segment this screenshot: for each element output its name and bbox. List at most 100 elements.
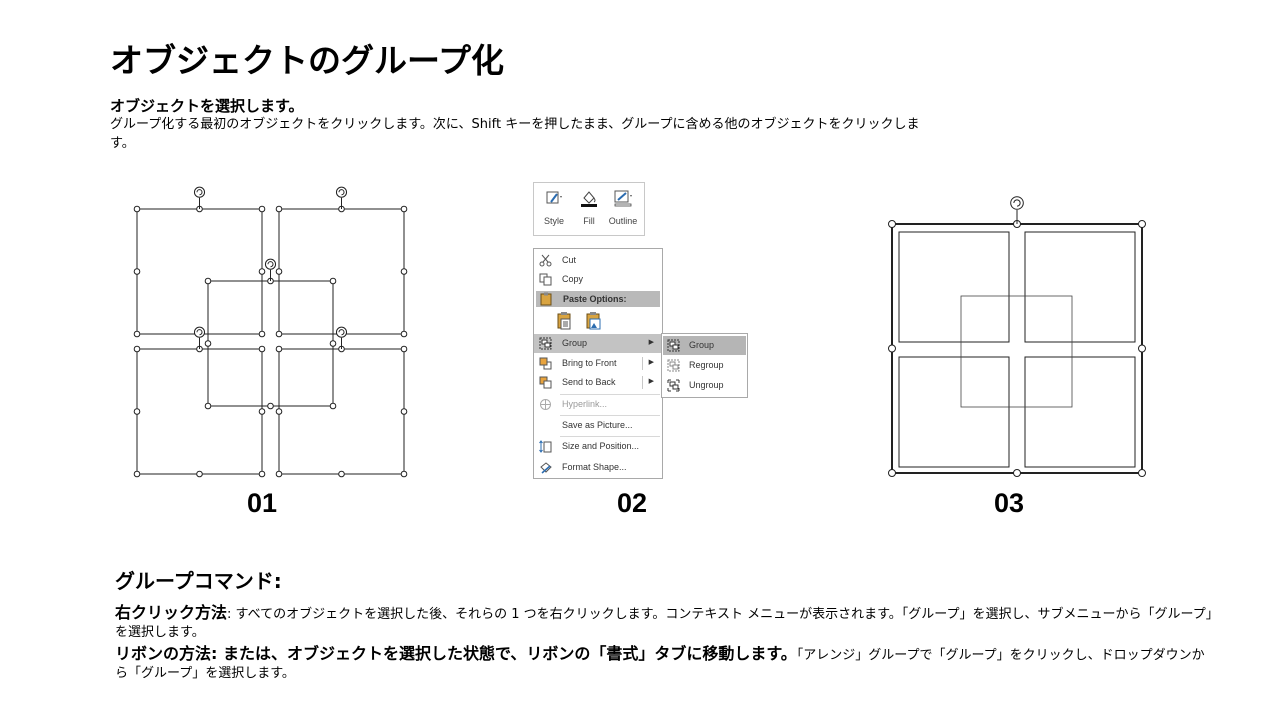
grouped-shape-bottom-left bbox=[898, 356, 1010, 468]
selection-handle bbox=[1138, 469, 1146, 477]
selection-handle bbox=[258, 205, 266, 213]
shape-top-right bbox=[278, 208, 405, 335]
selection-handle bbox=[258, 330, 266, 338]
menu-label-size-and-position: Size and Position... bbox=[562, 441, 640, 451]
regroup-icon bbox=[667, 359, 680, 372]
format-shape-icon bbox=[540, 462, 552, 474]
menu-label-copy: Copy bbox=[562, 274, 584, 284]
menu-label-group: Group bbox=[562, 338, 588, 348]
group-submenu: Group Regroup Ungroup bbox=[661, 333, 748, 398]
selection-handle bbox=[329, 277, 337, 285]
shape-bottom-left bbox=[136, 348, 263, 475]
paste-keep-format-icon[interactable] bbox=[556, 311, 573, 330]
send-back-icon bbox=[539, 376, 552, 389]
rotate-handle-icon bbox=[264, 258, 277, 270]
selection-handle bbox=[400, 205, 408, 213]
rotate-arrow bbox=[1013, 199, 1021, 207]
rotate-handle-icon bbox=[193, 186, 206, 198]
menu-item-format-shape[interactable]: Format Shape... bbox=[534, 458, 662, 477]
menu-label-bring-to-front: Bring to Front bbox=[562, 358, 617, 368]
menu-label-hyperlink: Hyperlink... bbox=[562, 399, 608, 409]
menu-item-save-as-picture[interactable]: Save as Picture... bbox=[534, 416, 662, 435]
submenu-item-ungroup[interactable]: Ungroup bbox=[663, 376, 746, 395]
selection-handle bbox=[204, 402, 212, 410]
rotate-handle-icon bbox=[335, 326, 348, 338]
selection-handle bbox=[258, 268, 266, 275]
selection-handle bbox=[133, 408, 141, 415]
pen-outline-icon bbox=[614, 190, 632, 207]
selection-handle bbox=[133, 330, 141, 338]
scissors-icon bbox=[539, 254, 552, 267]
selection-handle bbox=[1013, 469, 1021, 477]
menu-item-copy[interactable]: Copy bbox=[534, 270, 662, 289]
submenu-item-group[interactable]: Group bbox=[663, 336, 746, 355]
step2-label: 02 bbox=[617, 488, 648, 518]
shape-bottom-right bbox=[278, 348, 405, 475]
style-button[interactable]: Style bbox=[537, 183, 571, 235]
selection-handle bbox=[400, 330, 408, 338]
copy-icon bbox=[539, 273, 552, 286]
selection-handle bbox=[338, 330, 345, 338]
submenu-arrow-icon: ▶ bbox=[648, 359, 654, 366]
step3-label: 03 bbox=[994, 488, 1025, 518]
rotate-arrow bbox=[196, 189, 203, 196]
selection-handle bbox=[888, 220, 896, 228]
menu-item-bring-to-front[interactable]: Bring to Front ▶ bbox=[534, 354, 662, 373]
right-click-label: 右クリック方法 bbox=[115, 603, 228, 622]
paste-options-header: Paste Options: bbox=[536, 291, 660, 307]
selection-handle bbox=[196, 345, 203, 353]
menu-item-cut[interactable]: Cut bbox=[534, 251, 662, 270]
submenu-item-regroup[interactable]: Regroup bbox=[663, 356, 746, 375]
bring-front-icon bbox=[539, 357, 552, 370]
group-selection-box bbox=[891, 223, 1143, 474]
menu-item-group[interactable]: Group ▶ bbox=[534, 334, 662, 353]
hyperlink-icon bbox=[540, 399, 551, 410]
selection-handle bbox=[258, 345, 266, 353]
intro-body: グループ化する最初のオブジェクトをクリックします。次に、Shift キーを押した… bbox=[110, 117, 920, 151]
paint-bucket-icon bbox=[581, 191, 597, 207]
menu-item-size-and-position[interactable]: Size and Position... bbox=[534, 437, 662, 456]
selection-handle bbox=[133, 205, 141, 213]
fill-button[interactable]: Fill bbox=[572, 183, 606, 235]
grouped-shape-top-right bbox=[1024, 231, 1136, 343]
size-position-icon bbox=[539, 440, 552, 453]
selection-handle bbox=[133, 345, 141, 353]
submenu-arrow-icon: ▶ bbox=[648, 378, 654, 385]
rotate-handle-icon bbox=[1010, 196, 1024, 210]
page-title: オブジェクトのグループ化 bbox=[110, 41, 505, 80]
ribbon-paragraph: リボンの方法: または、オブジェクトを選択した状態で、リボンの「書式」タブに移動… bbox=[115, 645, 1215, 683]
paste-picture-icon[interactable] bbox=[585, 311, 602, 330]
menu-item-send-to-back[interactable]: Send to Back ▶ bbox=[534, 373, 662, 392]
rotate-arrow bbox=[267, 261, 274, 268]
grouped-shape-bottom-right bbox=[1024, 356, 1136, 468]
menu-label-paste-options: Paste Options: bbox=[563, 294, 627, 304]
selection-handle bbox=[204, 277, 212, 285]
commands-heading: グループコマンド: bbox=[115, 569, 282, 593]
rotate-handle-icon bbox=[193, 326, 206, 338]
selection-handle bbox=[275, 205, 283, 213]
selection-handle bbox=[275, 408, 283, 415]
mini-toolbar: Style Fill Outline bbox=[533, 182, 645, 236]
selection-handle bbox=[133, 470, 141, 478]
step1-label: 01 bbox=[247, 488, 278, 518]
selection-handle bbox=[275, 330, 283, 338]
selection-handle bbox=[888, 344, 896, 353]
context-menu: Cut Copy Paste Options: Group ▶ Bring to… bbox=[533, 248, 663, 479]
shape-center bbox=[207, 280, 334, 407]
clipboard-icon bbox=[540, 292, 552, 306]
submenu-label-ungroup: Ungroup bbox=[689, 380, 724, 390]
selection-handle bbox=[275, 268, 283, 275]
menu-label-cut: Cut bbox=[562, 255, 577, 265]
selection-handle bbox=[196, 205, 203, 213]
selection-handle bbox=[338, 345, 345, 353]
right-click-paragraph: 右クリック方法: すべてのオブジェクトを選択した後、それらの 1 つを右クリック… bbox=[115, 604, 1215, 642]
selection-handle bbox=[338, 205, 345, 213]
rotate-arrow bbox=[196, 329, 203, 336]
selection-handle bbox=[275, 470, 283, 478]
group-icon bbox=[667, 339, 680, 352]
selection-handle bbox=[275, 345, 283, 353]
shape-style-icon bbox=[546, 191, 562, 204]
outline-button[interactable]: Outline bbox=[606, 183, 640, 235]
selection-handle bbox=[204, 340, 212, 347]
submenu-label-regroup: Regroup bbox=[689, 360, 724, 370]
